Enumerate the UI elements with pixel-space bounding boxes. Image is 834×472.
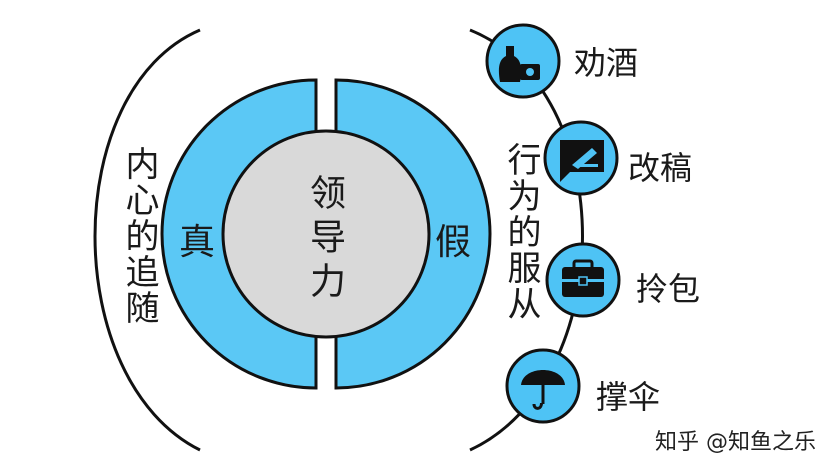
briefcase-icon[interactable] [545, 242, 621, 318]
umbrella-icon[interactable] [505, 348, 581, 424]
action-label-edit: 改稿 [628, 149, 693, 187]
core-circle [221, 129, 431, 339]
action-label-bag: 拎包 [636, 270, 701, 308]
split-gap [318, 76, 334, 122]
inner-following-text: 内心的追随 [119, 146, 159, 326]
action-label-umbrella: 撑伞 [596, 378, 661, 416]
edit-document-icon[interactable] [543, 120, 619, 196]
watermark: 知乎 @知鱼之乐 [655, 430, 816, 455]
action-label-toast: 劝酒 [574, 44, 639, 82]
core-label: 领导力 [304, 174, 345, 306]
split-gap-bottom [318, 346, 334, 392]
outer-left-arc [93, 28, 201, 452]
outer-obedience-text: 行为的服从 [501, 142, 541, 322]
liquor-bottle-icon[interactable] [485, 23, 561, 99]
false-label: 假 [435, 222, 472, 263]
true-label: 真 [179, 222, 216, 263]
